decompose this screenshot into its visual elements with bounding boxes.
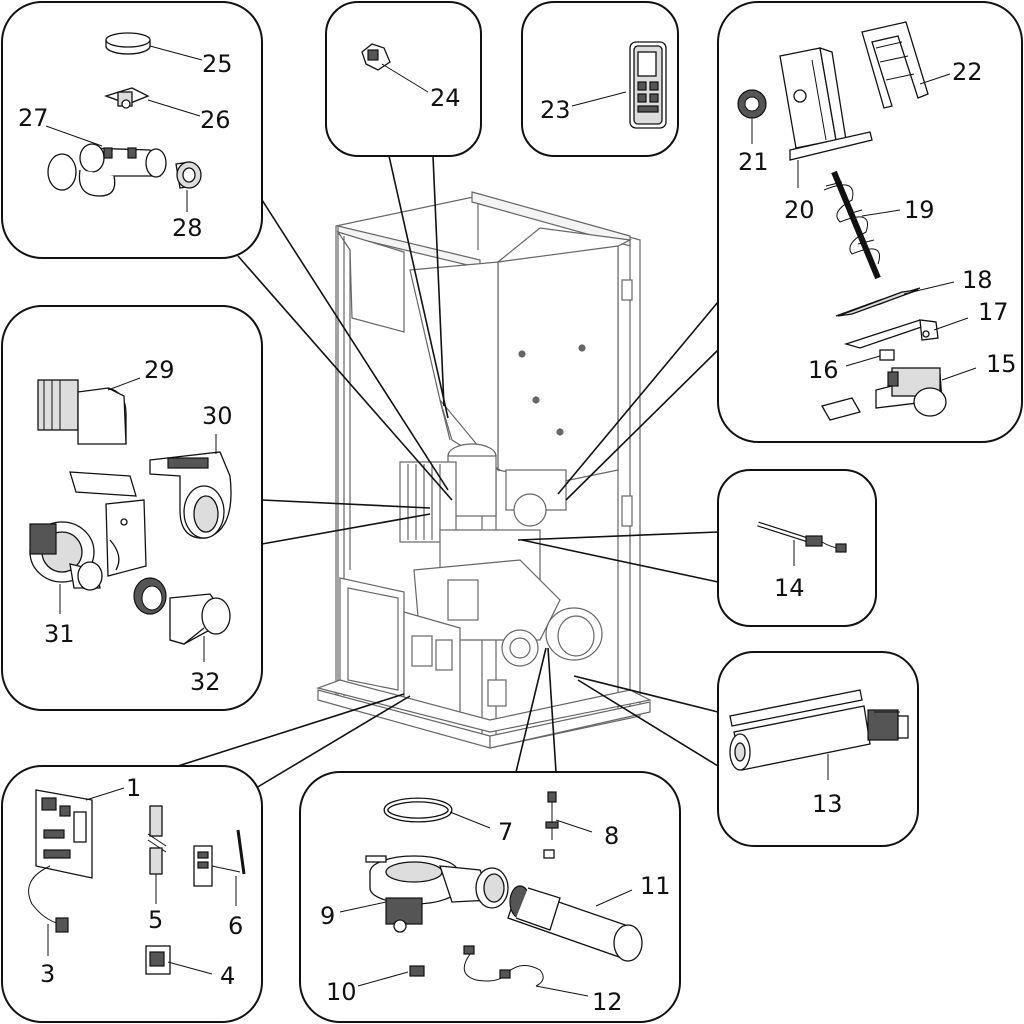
label-28: 28 <box>172 214 203 242</box>
label-17: 17 <box>978 298 1009 326</box>
label-4: 4 <box>220 962 235 990</box>
auger-screw-icon <box>823 170 881 280</box>
igniter-cartridge-icon <box>729 689 909 771</box>
label-29: 29 <box>144 356 175 384</box>
label-23: 23 <box>540 96 571 124</box>
label-24: 24 <box>430 84 461 112</box>
spacer-icon <box>879 349 895 361</box>
feed-chute-icon <box>779 47 873 161</box>
control-board-icon <box>28 789 93 933</box>
label-15: 15 <box>986 350 1017 378</box>
label-14: 14 <box>774 574 805 602</box>
temperature-probe-icon <box>757 521 847 553</box>
mount-bracket-icon <box>843 319 939 349</box>
fan-housing-icon <box>149 451 232 539</box>
label-20: 20 <box>784 196 815 224</box>
callout-panel-exhaust <box>299 771 681 1023</box>
callout-panel-igniter <box>717 651 919 847</box>
label-10: 10 <box>326 978 357 1006</box>
exhaust-pipe-icon <box>507 885 643 962</box>
callout-panel-feed-system <box>717 1 1023 443</box>
label-22: 22 <box>952 58 983 86</box>
label-30: 30 <box>202 402 233 430</box>
cap-part-icon <box>105 32 151 55</box>
label-16: 16 <box>808 356 839 384</box>
pipe-part-icon <box>47 143 167 197</box>
label-6: 6 <box>228 912 243 940</box>
part-number-labels: 25 26 27 28 24 23 21 20 22 19 18 17 16 1… <box>18 50 1017 1016</box>
callout-panel-remote <box>521 1 679 157</box>
callout-panel-24 <box>325 1 482 157</box>
label-26: 26 <box>200 106 231 134</box>
ribbon-cable-icon <box>147 805 167 875</box>
guard-grille-icon <box>861 21 929 109</box>
label-19: 19 <box>904 196 935 224</box>
label-3: 3 <box>40 960 55 988</box>
bracket-part-icon <box>361 43 391 71</box>
label-13: 13 <box>812 790 843 818</box>
label-1: 1 <box>126 774 141 802</box>
spout-duct-icon <box>169 593 231 645</box>
remote-control-icon <box>629 41 667 129</box>
label-9: 9 <box>320 902 335 930</box>
callout-panel-fans <box>1 305 263 711</box>
stove-body <box>315 191 652 749</box>
label-18: 18 <box>962 266 993 294</box>
gear-motor-icon <box>821 367 947 421</box>
callout-panel-sensor <box>717 469 877 627</box>
pressure-switch-icon <box>543 791 559 859</box>
blower-motor-icon <box>29 521 103 591</box>
label-31: 31 <box>44 620 75 648</box>
air-duct-icon <box>37 379 127 445</box>
gasket-icon <box>383 797 453 823</box>
label-32: 32 <box>190 668 221 696</box>
clip-part-icon <box>103 87 150 109</box>
wire-harness-icon <box>463 945 544 987</box>
antenna-module-icon <box>193 829 246 887</box>
power-socket-icon <box>145 945 171 975</box>
exhaust-fan-icon <box>365 855 509 933</box>
label-5: 5 <box>148 906 163 934</box>
label-7: 7 <box>498 818 513 846</box>
label-25: 25 <box>202 50 233 78</box>
label-11: 11 <box>640 872 671 900</box>
grommet-ring-icon <box>133 577 167 615</box>
connector-icon <box>409 965 425 977</box>
callout-panel-electronics <box>1 765 263 1023</box>
fan-bracket-icon <box>69 471 147 577</box>
label-27: 27 <box>18 104 49 132</box>
callout-panel-ash-pipe <box>1 1 263 259</box>
sleeve-part-icon <box>175 161 202 189</box>
leader-lines <box>177 155 719 789</box>
label-8: 8 <box>604 822 619 850</box>
label-12: 12 <box>592 988 623 1016</box>
label-21: 21 <box>738 148 769 176</box>
